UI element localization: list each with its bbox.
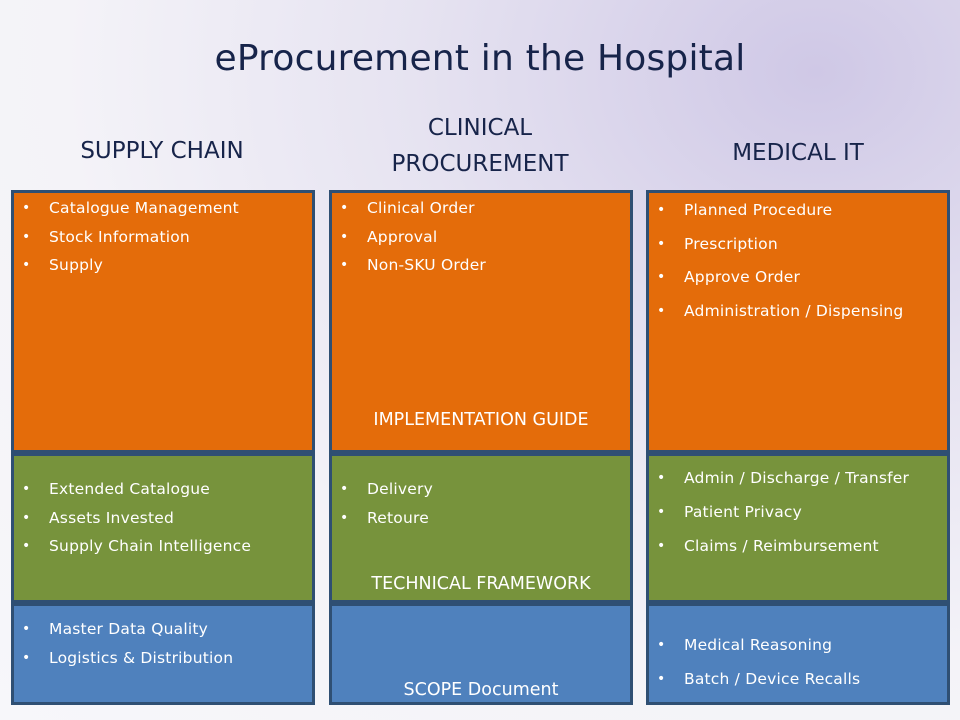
list-medical-it-implementation: Planned Procedure Prescription Approve O… <box>649 193 947 328</box>
column-header-clinical-line2: PROCUREMENT <box>391 151 569 177</box>
list-item: Administration / Dispensing <box>649 295 947 329</box>
list-item: Assets Invested <box>14 504 312 533</box>
list-item: Patient Privacy <box>649 495 947 529</box>
list-item: Approval <box>332 223 630 252</box>
list-item: Delivery <box>332 475 630 504</box>
cell-supply-chain-scope: Master Data Quality Logistics & Distribu… <box>11 603 315 705</box>
page-title: eProcurement in the Hospital <box>214 38 746 79</box>
list-supply-chain-technical: Extended Catalogue Assets Invested Suppl… <box>14 456 312 561</box>
column-header-clinical-line1: CLINICAL <box>427 115 533 141</box>
list-supply-chain-scope: Master Data Quality Logistics & Distribu… <box>14 606 312 672</box>
cell-medical-it-technical: Admin / Discharge / Transfer Patient Pri… <box>646 453 950 603</box>
technical-framework-label: TECHNICAL FRAMEWORK <box>371 574 591 594</box>
list-item: Medical Reasoning <box>649 628 947 662</box>
cell-medical-it-scope: Medical Reasoning Batch / Device Recalls <box>646 603 950 705</box>
list-item: Prescription <box>649 228 947 262</box>
list-item: Admin / Discharge / Transfer <box>649 461 947 495</box>
list-item: Stock Information <box>14 223 312 252</box>
cell-supply-chain-technical: Extended Catalogue Assets Invested Suppl… <box>11 453 315 603</box>
column-header-medical-it: MEDICAL IT <box>732 140 864 166</box>
list-item: Supply Chain Intelligence <box>14 532 312 561</box>
list-clinical-implementation: Clinical Order Approval Non-SKU Order <box>332 193 630 280</box>
cell-clinical-technical: Delivery Retoure TECHNICAL FRAMEWORK <box>329 453 633 603</box>
list-item: Supply <box>14 251 312 280</box>
list-item: Planned Procedure <box>649 194 947 228</box>
list-item: Batch / Device Recalls <box>649 662 947 696</box>
implementation-guide-label: IMPLEMENTATION GUIDE <box>373 410 589 430</box>
list-item: Master Data Quality <box>14 615 312 644</box>
list-medical-it-technical: Admin / Discharge / Transfer Patient Pri… <box>649 456 947 563</box>
cell-clinical-scope: SCOPE Document <box>329 603 633 705</box>
list-medical-it-scope: Medical Reasoning Batch / Device Recalls <box>649 606 947 696</box>
list-item: Catalogue Management <box>14 194 312 223</box>
list-item: Non-SKU Order <box>332 251 630 280</box>
list-supply-chain-implementation: Catalogue Management Stock Information S… <box>14 193 312 280</box>
list-item: Retoure <box>332 504 630 533</box>
list-clinical-technical: Delivery Retoure <box>332 456 630 532</box>
list-item: Claims / Reimbursement <box>649 529 947 563</box>
cell-supply-chain-implementation: Catalogue Management Stock Information S… <box>11 190 315 453</box>
list-item: Extended Catalogue <box>14 475 312 504</box>
column-header-supply-chain: SUPPLY CHAIN <box>80 138 244 164</box>
list-item: Clinical Order <box>332 194 630 223</box>
cell-medical-it-implementation: Planned Procedure Prescription Approve O… <box>646 190 950 453</box>
cell-clinical-implementation: Clinical Order Approval Non-SKU Order IM… <box>329 190 633 453</box>
scope-document-label: SCOPE Document <box>403 680 559 700</box>
list-item: Logistics & Distribution <box>14 644 312 673</box>
column-header-clinical-procurement: CLINICAL PROCUREMENT <box>330 110 630 182</box>
list-item: Approve Order <box>649 261 947 295</box>
